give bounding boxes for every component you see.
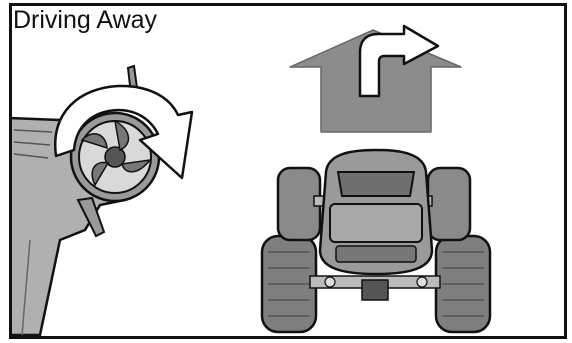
caption-title: Driving Away — [13, 6, 157, 34]
rc-monster-truck-icon — [262, 150, 490, 332]
forward-then-right-arrow-icon — [290, 26, 461, 132]
